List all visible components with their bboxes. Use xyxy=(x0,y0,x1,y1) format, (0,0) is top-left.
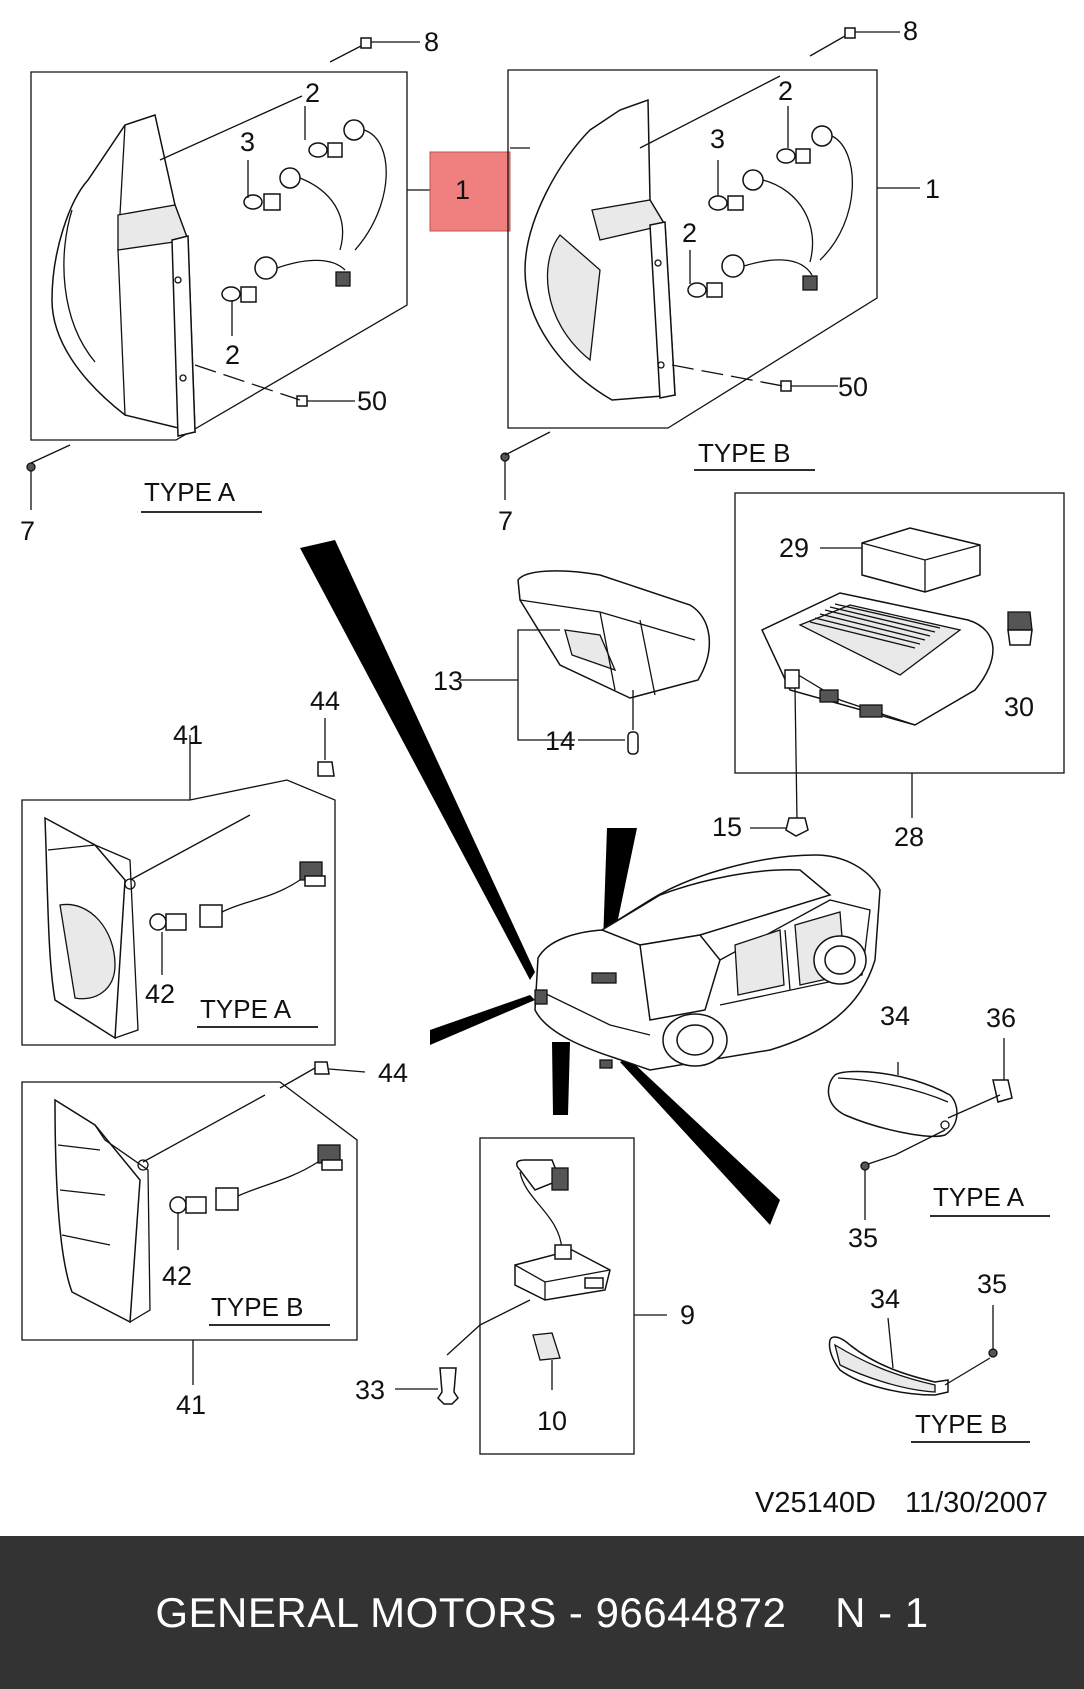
type-labels: TYPE A TYPE B TYPE A TYPE B TYPE A TYPE … xyxy=(144,438,1025,1439)
callout-34-b: 34 xyxy=(870,1284,900,1314)
reflector-type-a xyxy=(827,1070,958,1138)
callout-labels: 1 1 2 2 2 2 3 3 7 7 8 8 50 50 13 14 15 2… xyxy=(20,16,1034,1436)
high-mount-lamp-box-frame xyxy=(734,492,1065,774)
callout-44-a: 44 xyxy=(310,686,340,716)
callout-9: 9 xyxy=(680,1300,695,1330)
tail-lamp-type-a-frame xyxy=(30,71,408,441)
callout-8-b: 8 xyxy=(903,16,918,46)
callout-50-a: 50 xyxy=(357,386,387,416)
callout-8-a: 8 xyxy=(424,27,439,57)
high-mount-lamp-box-group xyxy=(734,492,1065,837)
inner-lamp-type-b-group xyxy=(21,1061,366,1385)
car-illustration xyxy=(534,854,881,1071)
type-label-inner-a: TYPE A xyxy=(200,994,292,1024)
callout-41-a: 41 xyxy=(173,720,203,750)
reflector-type-a-group xyxy=(827,1038,1050,1220)
callout-2-a-bottom: 2 xyxy=(225,340,240,370)
callout-3-b: 3 xyxy=(710,124,725,154)
callout-34-a: 34 xyxy=(880,1001,910,1031)
type-label-reflector-b: TYPE B xyxy=(915,1409,1007,1439)
type-label-tail-b: TYPE B xyxy=(698,438,790,468)
diagram-ref-date: 11/30/2007 xyxy=(905,1487,1048,1519)
callout-35-b: 35 xyxy=(977,1269,1007,1299)
callout-7-b: 7 xyxy=(498,506,513,536)
callout-1-highlight: 1 xyxy=(455,175,470,205)
callout-41-b: 41 xyxy=(176,1390,206,1420)
pointer-license-lamp xyxy=(552,1042,570,1115)
callout-44-b: 44 xyxy=(378,1058,408,1088)
callout-14: 14 xyxy=(545,726,575,756)
callout-2-b-mid: 2 xyxy=(682,218,697,248)
callout-36: 36 xyxy=(986,1003,1016,1033)
callout-2-b-top: 2 xyxy=(778,76,793,106)
tail-lamp-type-a-group xyxy=(26,37,430,513)
callout-7-a: 7 xyxy=(20,516,35,546)
callout-29: 29 xyxy=(779,533,809,563)
high-mount-lamp xyxy=(517,570,711,699)
callout-1-type-b: 1 xyxy=(925,174,940,204)
license-lamp-frame xyxy=(479,1137,635,1455)
parts-diagram: 1 1 2 2 2 2 3 3 7 7 8 8 50 50 13 14 15 2… xyxy=(20,16,1065,1519)
callout-13: 13 xyxy=(433,666,463,696)
inner-lamp-type-b-frame xyxy=(21,1081,358,1341)
pointer-reflector xyxy=(620,1058,780,1225)
high-mount-lamp-group xyxy=(460,570,711,755)
callout-42-b: 42 xyxy=(162,1261,192,1291)
callout-30: 30 xyxy=(1004,692,1034,722)
pointer-inner-lamp xyxy=(430,995,535,1045)
pointer-tail-lamp xyxy=(300,540,535,980)
callout-28: 28 xyxy=(894,822,924,852)
callout-33: 33 xyxy=(355,1375,385,1405)
callout-10: 10 xyxy=(537,1406,567,1436)
inner-lamp-type-a-group xyxy=(21,718,336,1046)
footer-part-number: GENERAL MOTORS - 96644872 N - 1 xyxy=(155,1588,929,1636)
callout-2-a-top: 2 xyxy=(305,78,320,108)
highlight-callout-1 xyxy=(429,151,511,232)
diagram-ref-code: V25140D xyxy=(755,1487,876,1519)
callout-35-a: 35 xyxy=(848,1223,878,1253)
callout-50-b: 50 xyxy=(838,372,868,402)
tail-lamp-type-b-frame xyxy=(507,69,878,429)
license-lamp-group xyxy=(395,1137,667,1455)
callout-15: 15 xyxy=(712,812,742,842)
reflector-type-b-group xyxy=(828,1305,1030,1443)
callout-3-a: 3 xyxy=(240,127,255,157)
footer-bar: GENERAL MOTORS - 96644872 N - 1 xyxy=(0,1536,1084,1689)
type-label-inner-b: TYPE B xyxy=(211,1292,303,1322)
type-label-tail-a: TYPE A xyxy=(144,477,236,507)
callout-42-a: 42 xyxy=(145,979,175,1009)
type-label-reflector-a: TYPE A xyxy=(933,1182,1025,1212)
inner-lamp-type-b-body xyxy=(54,1098,141,1324)
tail-lamp-type-b-group xyxy=(500,27,920,500)
